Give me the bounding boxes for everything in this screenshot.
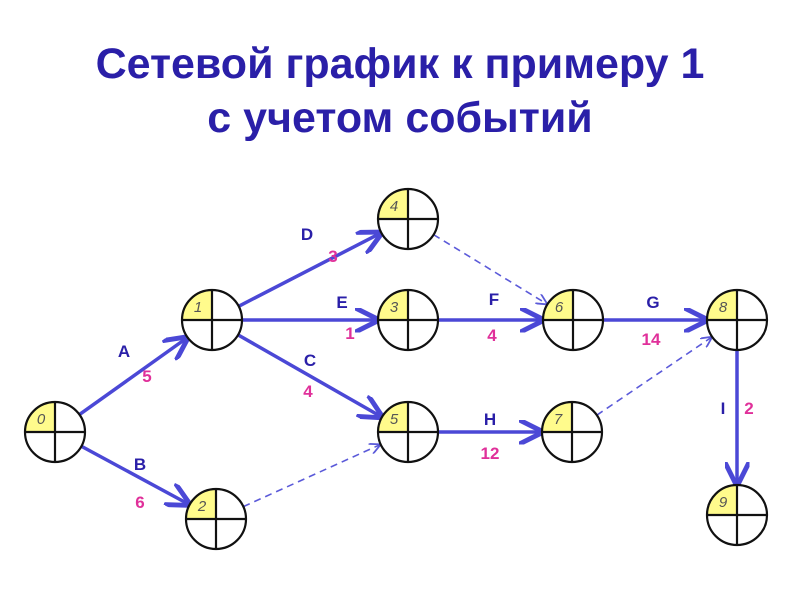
event-number: 9 [719,494,728,511]
event-node-3: 3 [376,288,440,352]
activity-name-d: D [301,225,313,244]
activity-duration-b: 6 [135,493,144,512]
activity-name-i: I [721,399,726,418]
dummy-arrow-4-6 [433,233,547,304]
activity-arrow-a [78,338,186,417]
activity-name-c: C [304,351,316,370]
event-number: 5 [390,411,399,428]
activity-duration-e: 1 [345,324,354,343]
activity-duration-g: 14 [642,330,661,349]
title-line-1: Сетевой график к примеру 1 [95,40,705,88]
activity-name-a: A [118,342,130,361]
event-node-6: 6 [541,288,605,352]
event-node-5: 5 [376,400,440,464]
event-number: 1 [194,299,202,316]
activity-duration-d: 3 [328,247,337,266]
activity-duration-f: 4 [487,326,497,345]
activity-arrow-d [237,233,381,308]
event-node-9: 9 [705,483,769,547]
event-number: 4 [390,198,398,215]
activity-duration-i: 2 [744,399,753,418]
event-number: 6 [555,299,564,316]
activity-duration-c: 4 [303,382,313,401]
event-number: 0 [37,411,46,428]
activity-name-h: H [484,410,496,429]
activity-name-g: G [646,293,659,312]
activity-duration-h: 12 [481,444,500,463]
event-node-2: 2 [184,487,248,551]
event-node-4: 4 [376,187,440,251]
activity-name-e: E [336,293,347,312]
event-node-1: 1 [180,288,244,352]
dummy-arrow-2-5 [242,445,379,508]
event-node-0: 0 [23,400,87,464]
event-number: 2 [197,498,207,515]
event-number: 8 [719,299,728,316]
activity-arrow-b [80,444,188,504]
event-node-7: 7 [540,400,604,464]
dummy-arrow-7-8 [596,337,712,416]
event-node-8: 8 [705,288,769,352]
title-line-2: с учетом событий [207,94,593,142]
event-number: 3 [390,299,399,316]
activity-duration-a: 5 [142,367,151,386]
activity-arrow-c [237,333,381,417]
event-number: 7 [554,411,563,428]
activity-name-b: B [134,455,146,474]
activity-name-f: F [489,290,499,309]
